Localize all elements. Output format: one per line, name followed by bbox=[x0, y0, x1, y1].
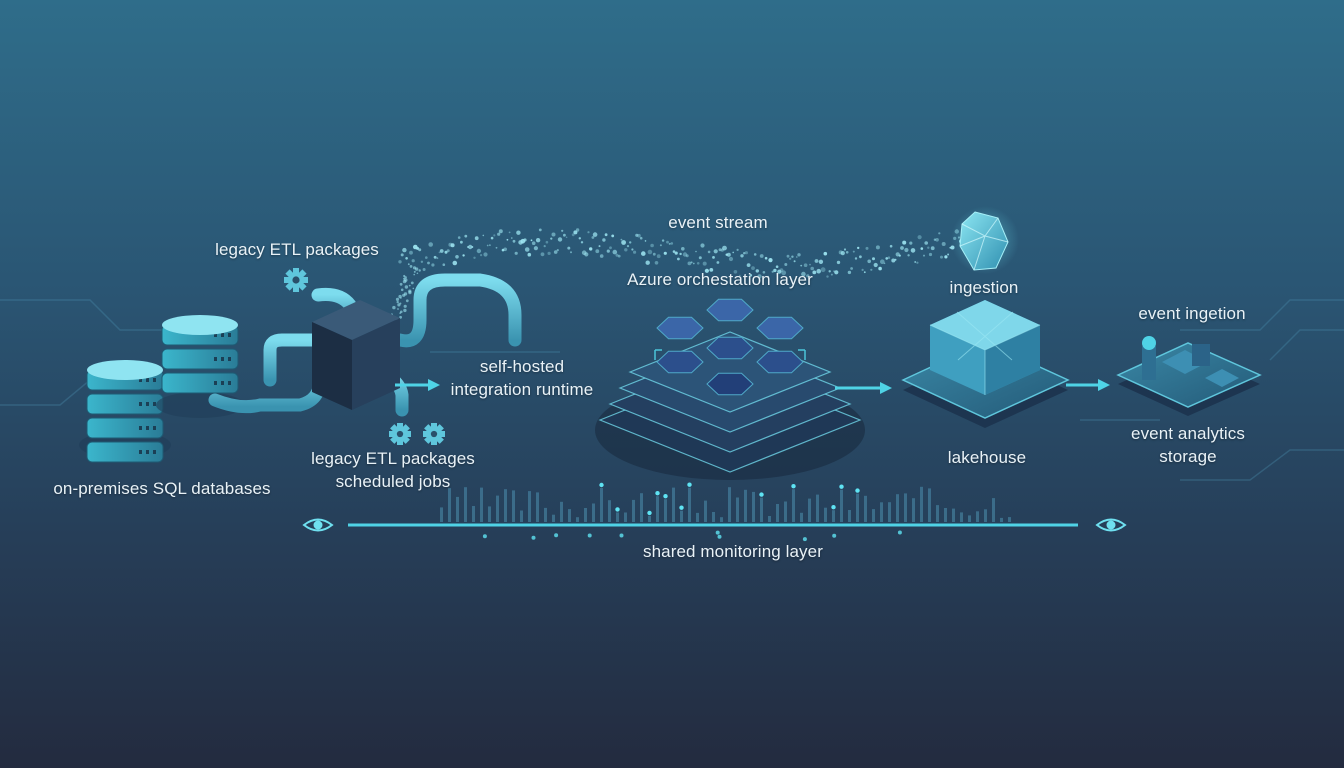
monitoring-signal bbox=[440, 482, 1011, 542]
ingestion-label: ingestion bbox=[949, 278, 1019, 297]
event-analytics-label: event analytics storage bbox=[1131, 424, 1245, 466]
eye-icon bbox=[302, 518, 334, 532]
self-hosted-runtime-label: self-hosted integration runtime bbox=[450, 357, 594, 399]
event-stream-label: event stream bbox=[668, 213, 768, 232]
event-ingestion-label: event ingetion bbox=[1138, 304, 1246, 323]
circuit-traces bbox=[0, 299, 1344, 481]
monitoring-label: shared monitoring layer bbox=[643, 542, 823, 561]
gear-icon bbox=[389, 423, 411, 445]
legacy-etl-top-label: legacy ETL packages bbox=[215, 240, 379, 259]
gear-icon bbox=[284, 268, 308, 292]
lakehouse-label: lakehouse bbox=[947, 448, 1027, 467]
analytics-storage-icon bbox=[1116, 336, 1262, 416]
arrow-icon bbox=[1066, 379, 1110, 391]
cube-icon bbox=[312, 300, 400, 410]
hexagon-stack-icon bbox=[595, 298, 865, 480]
legacy-etl-bottom-label: legacy ETL packages scheduled jobs bbox=[311, 449, 475, 491]
gear-icon bbox=[423, 423, 445, 445]
azure-orchestration-label: Azure orchestation layer bbox=[627, 270, 813, 289]
event-stream-particles bbox=[388, 226, 970, 322]
crystal-icon bbox=[951, 206, 1019, 274]
sql-databases-label: on-premises SQL databases bbox=[53, 479, 271, 498]
arrow-icon bbox=[395, 379, 440, 391]
eye-icon bbox=[1095, 518, 1127, 532]
database-icon bbox=[79, 360, 171, 463]
arrow-icon bbox=[835, 382, 892, 394]
lakehouse-icon bbox=[901, 300, 1070, 428]
